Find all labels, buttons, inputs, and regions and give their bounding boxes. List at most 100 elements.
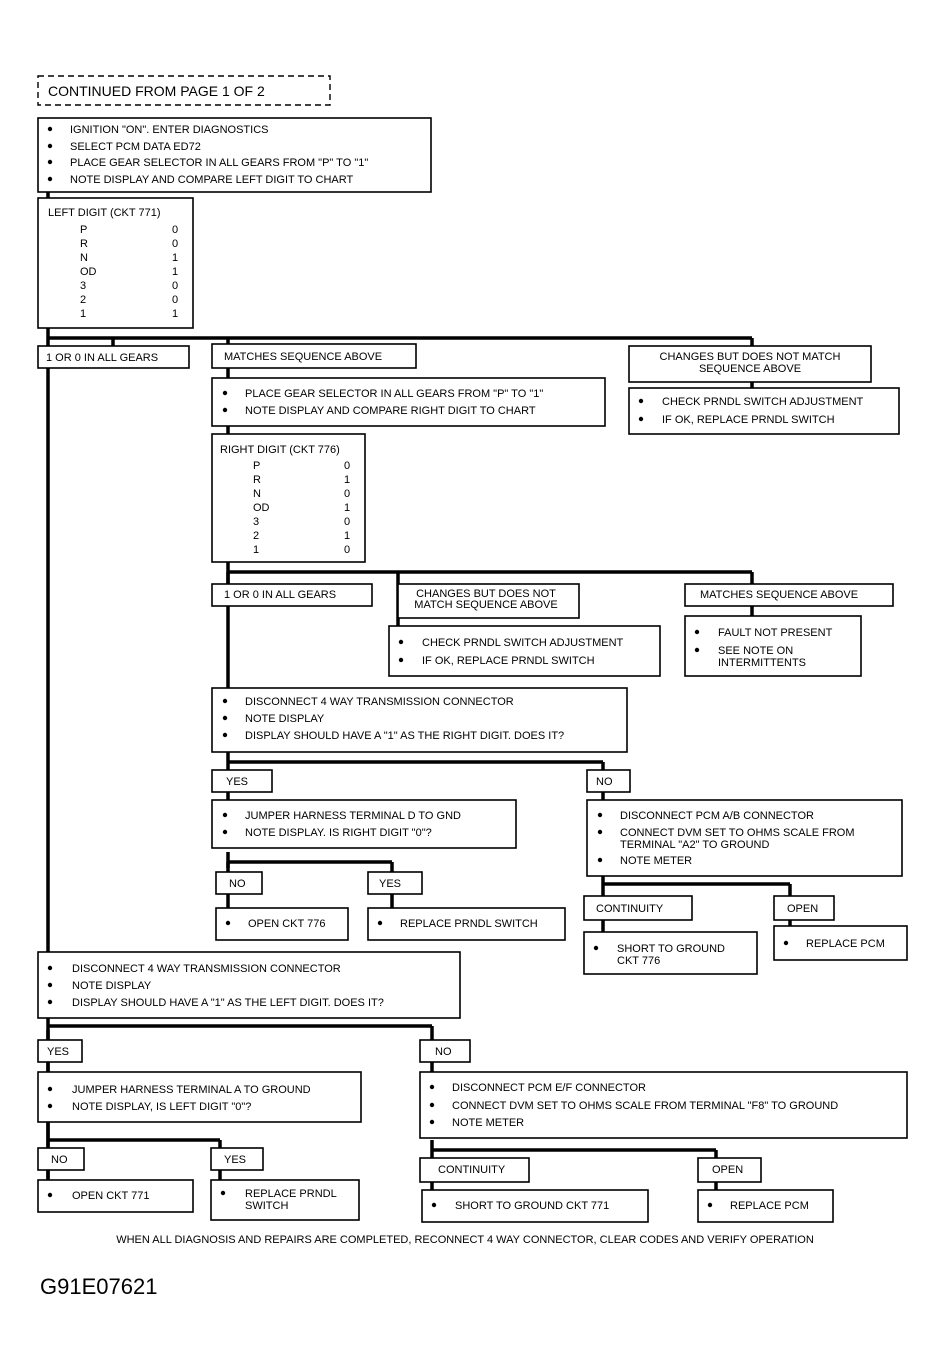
right-chart-gear: 2	[253, 530, 259, 542]
right-chart-digit: 0	[344, 544, 350, 556]
no-label: NO	[435, 1046, 452, 1058]
left-all-gears-box	[37, 345, 190, 369]
right-matches-box	[684, 583, 894, 607]
no-label-box-3b	[37, 1147, 85, 1171]
left-chart-gear: N	[80, 252, 88, 264]
prndl-check-a-line: IF OK, REPLACE PRNDL SWITCH	[662, 414, 835, 426]
replace-prndl-2-line: SWITCH	[245, 1200, 288, 1212]
disconnect-left-box	[37, 951, 461, 1019]
pcm-ab-line: CONNECT DVM SET TO OHMS SCALE FROM	[620, 827, 855, 839]
step1-line: NOTE DISPLAY AND COMPARE LEFT DIGIT TO C…	[70, 174, 353, 186]
jumper-a-line: NOTE DISPLAY, IS LEFT DIGIT "0"?	[72, 1101, 251, 1113]
step1-line: IGNITION "ON". ENTER DIAGNOSTICS	[70, 124, 269, 136]
fault-line: INTERMITTENTS	[718, 657, 806, 669]
pcm-ef-line: CONNECT DVM SET TO OHMS SCALE FROM TERMI…	[452, 1100, 838, 1112]
step2-line: PLACE GEAR SELECTOR IN ALL GEARS FROM "P…	[245, 388, 543, 400]
left-changes-box	[628, 345, 872, 383]
disconnect-right-line: NOTE DISPLAY	[245, 713, 325, 725]
no-label: NO	[596, 776, 613, 788]
right-chart-digit: 1	[344, 474, 350, 486]
right-chart-gear: 1	[253, 544, 259, 556]
right-changes-label: MATCH SEQUENCE ABOVE	[414, 599, 557, 611]
open-771-box	[37, 1179, 194, 1213]
step2-line: NOTE DISPLAY AND COMPARE RIGHT DIGIT TO …	[245, 405, 536, 417]
continuity-label-box-2	[419, 1157, 530, 1183]
right-chart-box	[211, 433, 366, 563]
yes-label: YES	[226, 776, 248, 788]
open-776-box	[215, 907, 349, 941]
continuity-label: CONTINUITY	[438, 1164, 506, 1176]
left-chart-title: LEFT DIGIT (CKT 771)	[48, 207, 160, 219]
step2-box	[211, 377, 606, 427]
disconnect-left-line: DISCONNECT 4 WAY TRANSMISSION CONNECTOR	[72, 963, 341, 975]
replace-pcm-box-1	[773, 925, 908, 961]
left-chart-gear: 3	[80, 280, 86, 292]
left-chart-gear: R	[80, 238, 88, 250]
yes-label-box-1	[211, 769, 273, 793]
disconnect-left-line: DISPLAY SHOULD HAVE A "1" AS THE LEFT DI…	[72, 997, 384, 1009]
left-chart-gear: P	[80, 224, 87, 236]
left-chart-digit: 0	[172, 294, 178, 306]
figure-id: G91E07621	[40, 1274, 158, 1299]
left-chart-gear: 1	[80, 308, 86, 320]
jumper-d-line: NOTE DISPLAY. IS RIGHT DIGIT "0"?	[245, 827, 432, 839]
fault-line: SEE NOTE ON	[718, 645, 793, 657]
right-chart-digit: 0	[344, 488, 350, 500]
right-chart-gear: 3	[253, 516, 259, 528]
short-776-line: CKT 776	[617, 955, 660, 967]
left-changes-label: CHANGES BUT DOES NOT MATCH	[660, 351, 841, 363]
continued-label: CONTINUED FROM PAGE 1 OF 2	[48, 83, 265, 99]
right-changes-label: CHANGES BUT DOES NOT	[416, 588, 556, 600]
left-chart-digit: 1	[172, 308, 178, 320]
short-776-box	[583, 931, 758, 975]
right-chart-gear: R	[253, 474, 261, 486]
replace-pcm-label: REPLACE PCM	[806, 938, 885, 950]
fault-box	[684, 615, 862, 677]
prndl-check-a-line: CHECK PRNDL SWITCH ADJUSTMENT	[662, 396, 864, 408]
disconnect-left-line: NOTE DISPLAY	[72, 980, 152, 992]
jumper-a-line: JUMPER HARNESS TERMINAL A TO GROUND	[72, 1084, 311, 1096]
prndl-check-b-box	[388, 625, 661, 677]
open-label-box-2	[697, 1157, 762, 1183]
short-776-line: SHORT TO GROUND	[617, 943, 725, 955]
replace-prndl-2-box	[210, 1179, 360, 1221]
right-matches-label: MATCHES SEQUENCE ABOVE	[700, 589, 858, 601]
yes-label: YES	[224, 1154, 246, 1166]
no-label-box-2	[215, 871, 263, 895]
bullets	[47, 126, 789, 1208]
disconnect-right-line: DISPLAY SHOULD HAVE A "1" AS THE RIGHT D…	[245, 730, 564, 742]
right-chart-digit: 1	[344, 502, 350, 514]
prndl-check-a-box	[628, 387, 900, 435]
continuity-label: CONTINUITY	[596, 903, 664, 915]
left-chart-gear: OD	[80, 266, 97, 278]
no-label: NO	[229, 878, 246, 890]
right-chart-digit: 0	[344, 516, 350, 528]
replace-pcm-label: REPLACE PCM	[730, 1200, 809, 1212]
short-771-box	[421, 1189, 649, 1223]
labels: CONTINUED FROM PAGE 1 OF 2 IGNITION "ON"…	[46, 83, 885, 1246]
pcm-ab-line: NOTE METER	[620, 855, 692, 867]
open-label-box-1	[773, 895, 835, 921]
pcm-ab-line: DISCONNECT PCM A/B CONNECTOR	[620, 810, 814, 822]
disconnect-right-line: DISCONNECT 4 WAY TRANSMISSION CONNECTOR	[245, 696, 514, 708]
no-label: NO	[51, 1154, 68, 1166]
yes-label-box-3b	[210, 1147, 264, 1171]
left-chart-gear: 2	[80, 294, 86, 306]
replace-prndl-label: REPLACE PRNDL SWITCH	[400, 918, 538, 930]
yes-label: YES	[47, 1046, 69, 1058]
yes-label-box-2	[367, 871, 423, 895]
open-label: OPEN	[712, 1164, 743, 1176]
right-chart-digit: 1	[344, 530, 350, 542]
left-all-gears-label: 1 OR 0 IN ALL GEARS	[46, 352, 158, 364]
disconnect-right-box	[211, 687, 628, 753]
pcm-ab-box	[586, 799, 903, 877]
footer-note: WHEN ALL DIAGNOSIS AND REPAIRS ARE COMPL…	[116, 1234, 814, 1246]
right-chart-gear: OD	[253, 502, 270, 514]
left-matches-box	[211, 343, 417, 369]
step1-box	[37, 117, 432, 193]
left-matches-label: MATCHES SEQUENCE ABOVE	[224, 351, 382, 363]
continued-box	[37, 75, 331, 106]
open-771-label: OPEN CKT 771	[72, 1190, 149, 1202]
prndl-check-b-line: IF OK, REPLACE PRNDL SWITCH	[422, 655, 595, 667]
pcm-ef-box	[419, 1071, 908, 1139]
